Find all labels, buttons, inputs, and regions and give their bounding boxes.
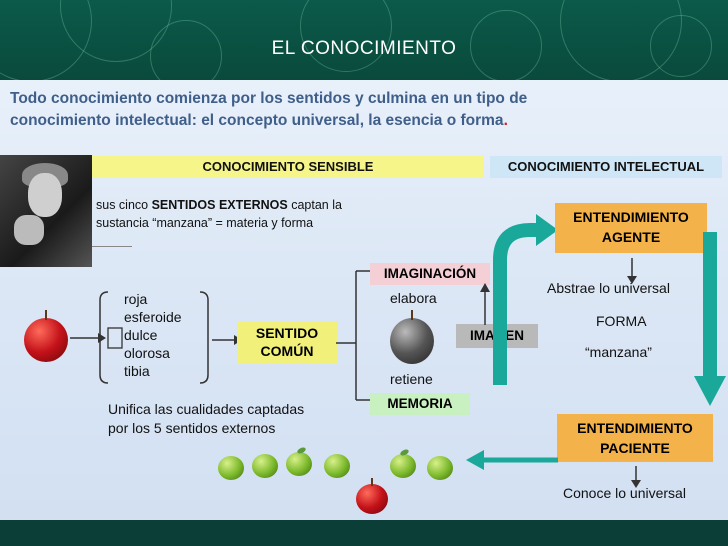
conocimiento-intelectual-bar: CONOCIMIENTO INTELECTUAL (490, 156, 722, 178)
intro-text: Todo conocimiento comienza por los senti… (10, 88, 710, 132)
decor-circle (300, 0, 392, 72)
decor-circle (650, 15, 712, 77)
qualities-list: roja esferoide dulce olorosa tibia (124, 290, 182, 380)
paciente-to-apples-arrow (466, 450, 558, 470)
apple-to-qualities-arrow (70, 333, 106, 343)
quality-item: esferoide (124, 309, 182, 325)
decor-circle (470, 10, 542, 80)
imagen-to-agente-arrow (493, 214, 558, 385)
gray-apple-image (390, 318, 434, 364)
agente-to-abstrae-arrow (627, 258, 637, 284)
portrait-image (0, 155, 92, 267)
entendimiento-agente-box: ENTENDIMIENTO AGENTE (555, 203, 707, 253)
green-apple-icon (252, 454, 278, 478)
quality-item: roja (124, 291, 148, 307)
elabora-label: elabora (390, 290, 437, 306)
intro-period: . (503, 112, 508, 129)
imaginacion-box: IMAGINACIÓN (370, 263, 490, 285)
senses-post: captan la (287, 198, 342, 212)
red-apple-image (24, 318, 68, 362)
paciente-line1: ENTENDIMIENTO (577, 420, 693, 436)
agente-to-paciente-arrow (694, 232, 726, 406)
agente-line2: AGENTE (601, 229, 661, 245)
senses-pre: sus cinco (96, 198, 152, 212)
sentido-comun-line2: COMÚN (260, 343, 314, 359)
portrait-face (28, 173, 62, 217)
decor-circle (150, 20, 222, 80)
footer-bar (0, 520, 728, 546)
apple-stem (411, 310, 413, 320)
manzana-label: “manzana” (585, 344, 652, 360)
retiene-label: retiene (390, 371, 433, 387)
apple-stem (45, 310, 47, 320)
senses-bold: SENTIDOS EXTERNOS (151, 198, 288, 212)
header: EL CONOCIMIENTO (0, 0, 728, 80)
forma-label: FORMA (596, 313, 647, 329)
portrait-hand (14, 215, 44, 245)
unifica-text: Unifica las cualidades captadas por los … (108, 400, 304, 438)
divider-line (92, 246, 132, 247)
quality-item: tibia (124, 363, 150, 379)
slide-title: EL CONOCIMIENTO (271, 38, 457, 59)
green-apple-icon (427, 456, 453, 480)
green-apple-icon (286, 452, 312, 476)
sentido-comun-box: SENTIDO COMÚN (237, 322, 337, 364)
entendimiento-paciente-box: ENTENDIMIENTO PACIENTE (557, 414, 713, 462)
sentido-to-faculties-connector (336, 266, 379, 405)
senses-description: sus cinco SENTIDOS EXTERNOS captan la su… (96, 196, 396, 232)
abstrae-label: Abstrae lo universal (547, 280, 670, 296)
unifica-line1: Unifica las cualidades captadas (108, 401, 305, 417)
intro-line1: Todo conocimiento comienza por los senti… (10, 90, 528, 107)
unifica-line2: por los 5 sentidos externos (108, 420, 276, 436)
green-apple-icon (324, 454, 350, 478)
conocimiento-sensible-bar: CONOCIMIENTO SENSIBLE (92, 156, 484, 178)
small-red-apple-icon (356, 484, 388, 514)
sentido-comun-line1: SENTIDO (255, 325, 319, 341)
memoria-box: MEMORIA (370, 393, 470, 415)
paciente-to-conoce-arrow (631, 466, 641, 488)
paciente-line2: PACIENTE (600, 440, 670, 456)
imagen-up-arrow (480, 283, 490, 325)
quality-item: olorosa (124, 345, 170, 361)
senses-line2: sustancia “manzana” = materia y forma (96, 216, 314, 230)
green-apple-icon (390, 454, 416, 478)
green-apple-icon (218, 456, 244, 480)
apple-stem (371, 478, 373, 486)
slide-content: Todo conocimiento comienza por los senti… (0, 80, 728, 520)
conoce-label: Conoce lo universal (563, 485, 686, 501)
intro-line2: conocimiento intelectual: el concepto un… (10, 112, 504, 129)
quality-item: dulce (124, 327, 158, 343)
agente-line1: ENTENDIMIENTO (573, 209, 689, 225)
